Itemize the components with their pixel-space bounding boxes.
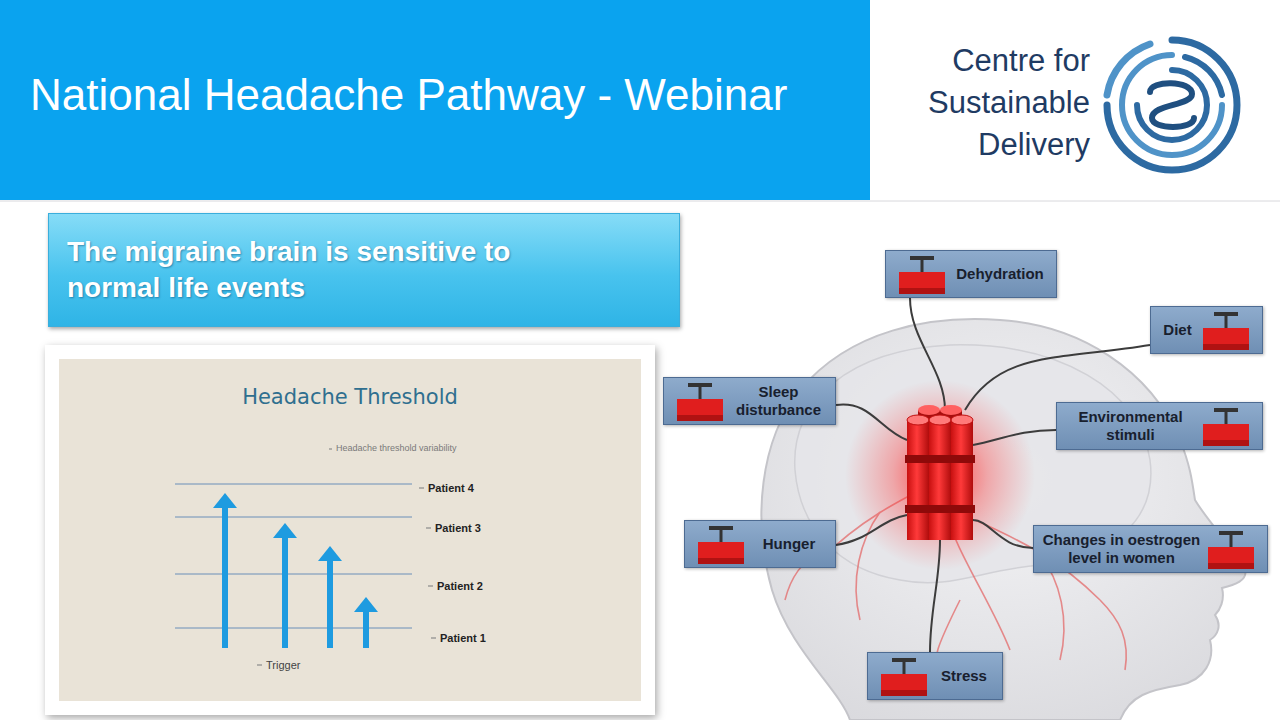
explosion-glow bbox=[845, 380, 1035, 570]
trigger-box: Changes in oestrogen level in women bbox=[1033, 525, 1268, 573]
patient-label: Patient 2 bbox=[437, 580, 483, 592]
patient-label: Patient 1 bbox=[440, 632, 486, 644]
chart-title: Headache Threshold bbox=[242, 385, 458, 409]
trigger-box: Dehydration bbox=[885, 250, 1057, 298]
trigger-label: Sleep disturbance bbox=[730, 383, 827, 419]
dynamite-bundle bbox=[905, 405, 975, 540]
trigger-box: Diet bbox=[1150, 306, 1263, 354]
trigger-box: Environmental stimuli bbox=[1056, 402, 1263, 450]
logo-symbol bbox=[1107, 40, 1237, 170]
trigger-label: Environmental stimuli bbox=[1065, 408, 1196, 444]
chart-subtitle: Headache threshold variability bbox=[336, 443, 457, 453]
headline-text: The migraine brain is sensitive to norma… bbox=[67, 234, 567, 306]
chart-panel: Headache Threshold bbox=[45, 345, 655, 715]
headline-box: The migraine brain is sensitive to norma… bbox=[48, 213, 680, 327]
trigger-label: Stress bbox=[934, 667, 994, 685]
trigger-label: Dehydration bbox=[952, 265, 1048, 283]
logo-text: Centre for Sustainable Delivery bbox=[885, 40, 1090, 166]
page-title: National Headache Pathway - Webinar bbox=[30, 70, 787, 120]
trigger-box: Sleep disturbance bbox=[663, 377, 836, 425]
trigger-box: Stress bbox=[867, 652, 1003, 700]
axis-label: Trigger bbox=[266, 659, 300, 671]
divider-line bbox=[0, 201, 1280, 202]
trigger-label: Changes in oestrogen level in women bbox=[1042, 531, 1201, 567]
patient-label: Patient 4 bbox=[428, 482, 474, 494]
trigger-label: Diet bbox=[1159, 321, 1196, 339]
title-band: National Headache Pathway - Webinar bbox=[0, 0, 870, 200]
trigger-label: Hunger bbox=[751, 535, 827, 553]
fuse-wire bbox=[836, 298, 1150, 652]
patient-label: Patient 3 bbox=[435, 522, 481, 534]
detonator-symbol bbox=[677, 256, 1254, 696]
trigger-box: Hunger bbox=[684, 520, 836, 568]
